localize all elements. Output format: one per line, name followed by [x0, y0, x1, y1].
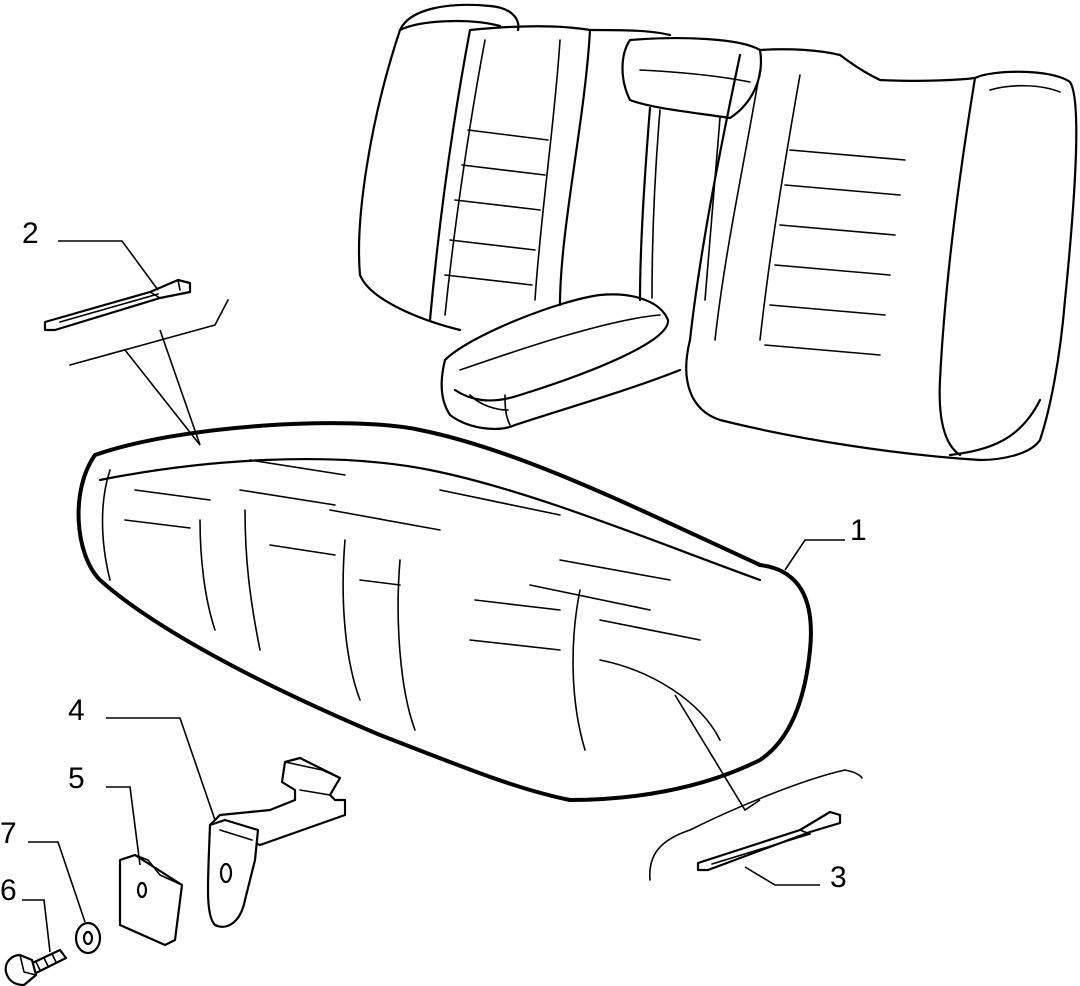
- seat-backrest: [357, 3, 1078, 462]
- callout-label-2: 2: [22, 217, 39, 250]
- part-2-locator-line: [69, 299, 229, 366]
- leader-part-6: [22, 899, 51, 953]
- part-2-trim-strip: [43, 278, 192, 332]
- part-3-pointer: [674, 694, 761, 812]
- callout-label-1: 1: [850, 514, 867, 547]
- leader-part-1: [784, 539, 845, 571]
- part-3-trim-strip: [696, 810, 842, 872]
- callout-label-3: 3: [830, 861, 847, 894]
- leader-part-4: [106, 717, 216, 821]
- callout-label-7: 7: [0, 817, 17, 850]
- part-6-bolt: [4, 948, 68, 986]
- part-4-bracket: [206, 756, 347, 928]
- leader-part-2: [58, 240, 159, 291]
- leader-part-7: [28, 841, 86, 923]
- callout-label-5: 5: [68, 762, 85, 795]
- callout-label-4: 4: [68, 694, 85, 727]
- part-5-clip-plate: [118, 853, 184, 947]
- seat-cushion: [76, 421, 813, 802]
- part-5-hole: [136, 881, 148, 899]
- callout-label-6: 6: [0, 874, 17, 907]
- part-3-locator-line: [649, 769, 863, 881]
- part-2-pointer: [124, 329, 201, 446]
- part-4-hole: [219, 862, 233, 884]
- leader-part-5: [106, 786, 141, 866]
- leader-part-3: [744, 866, 820, 886]
- part-7-washer: [74, 921, 102, 955]
